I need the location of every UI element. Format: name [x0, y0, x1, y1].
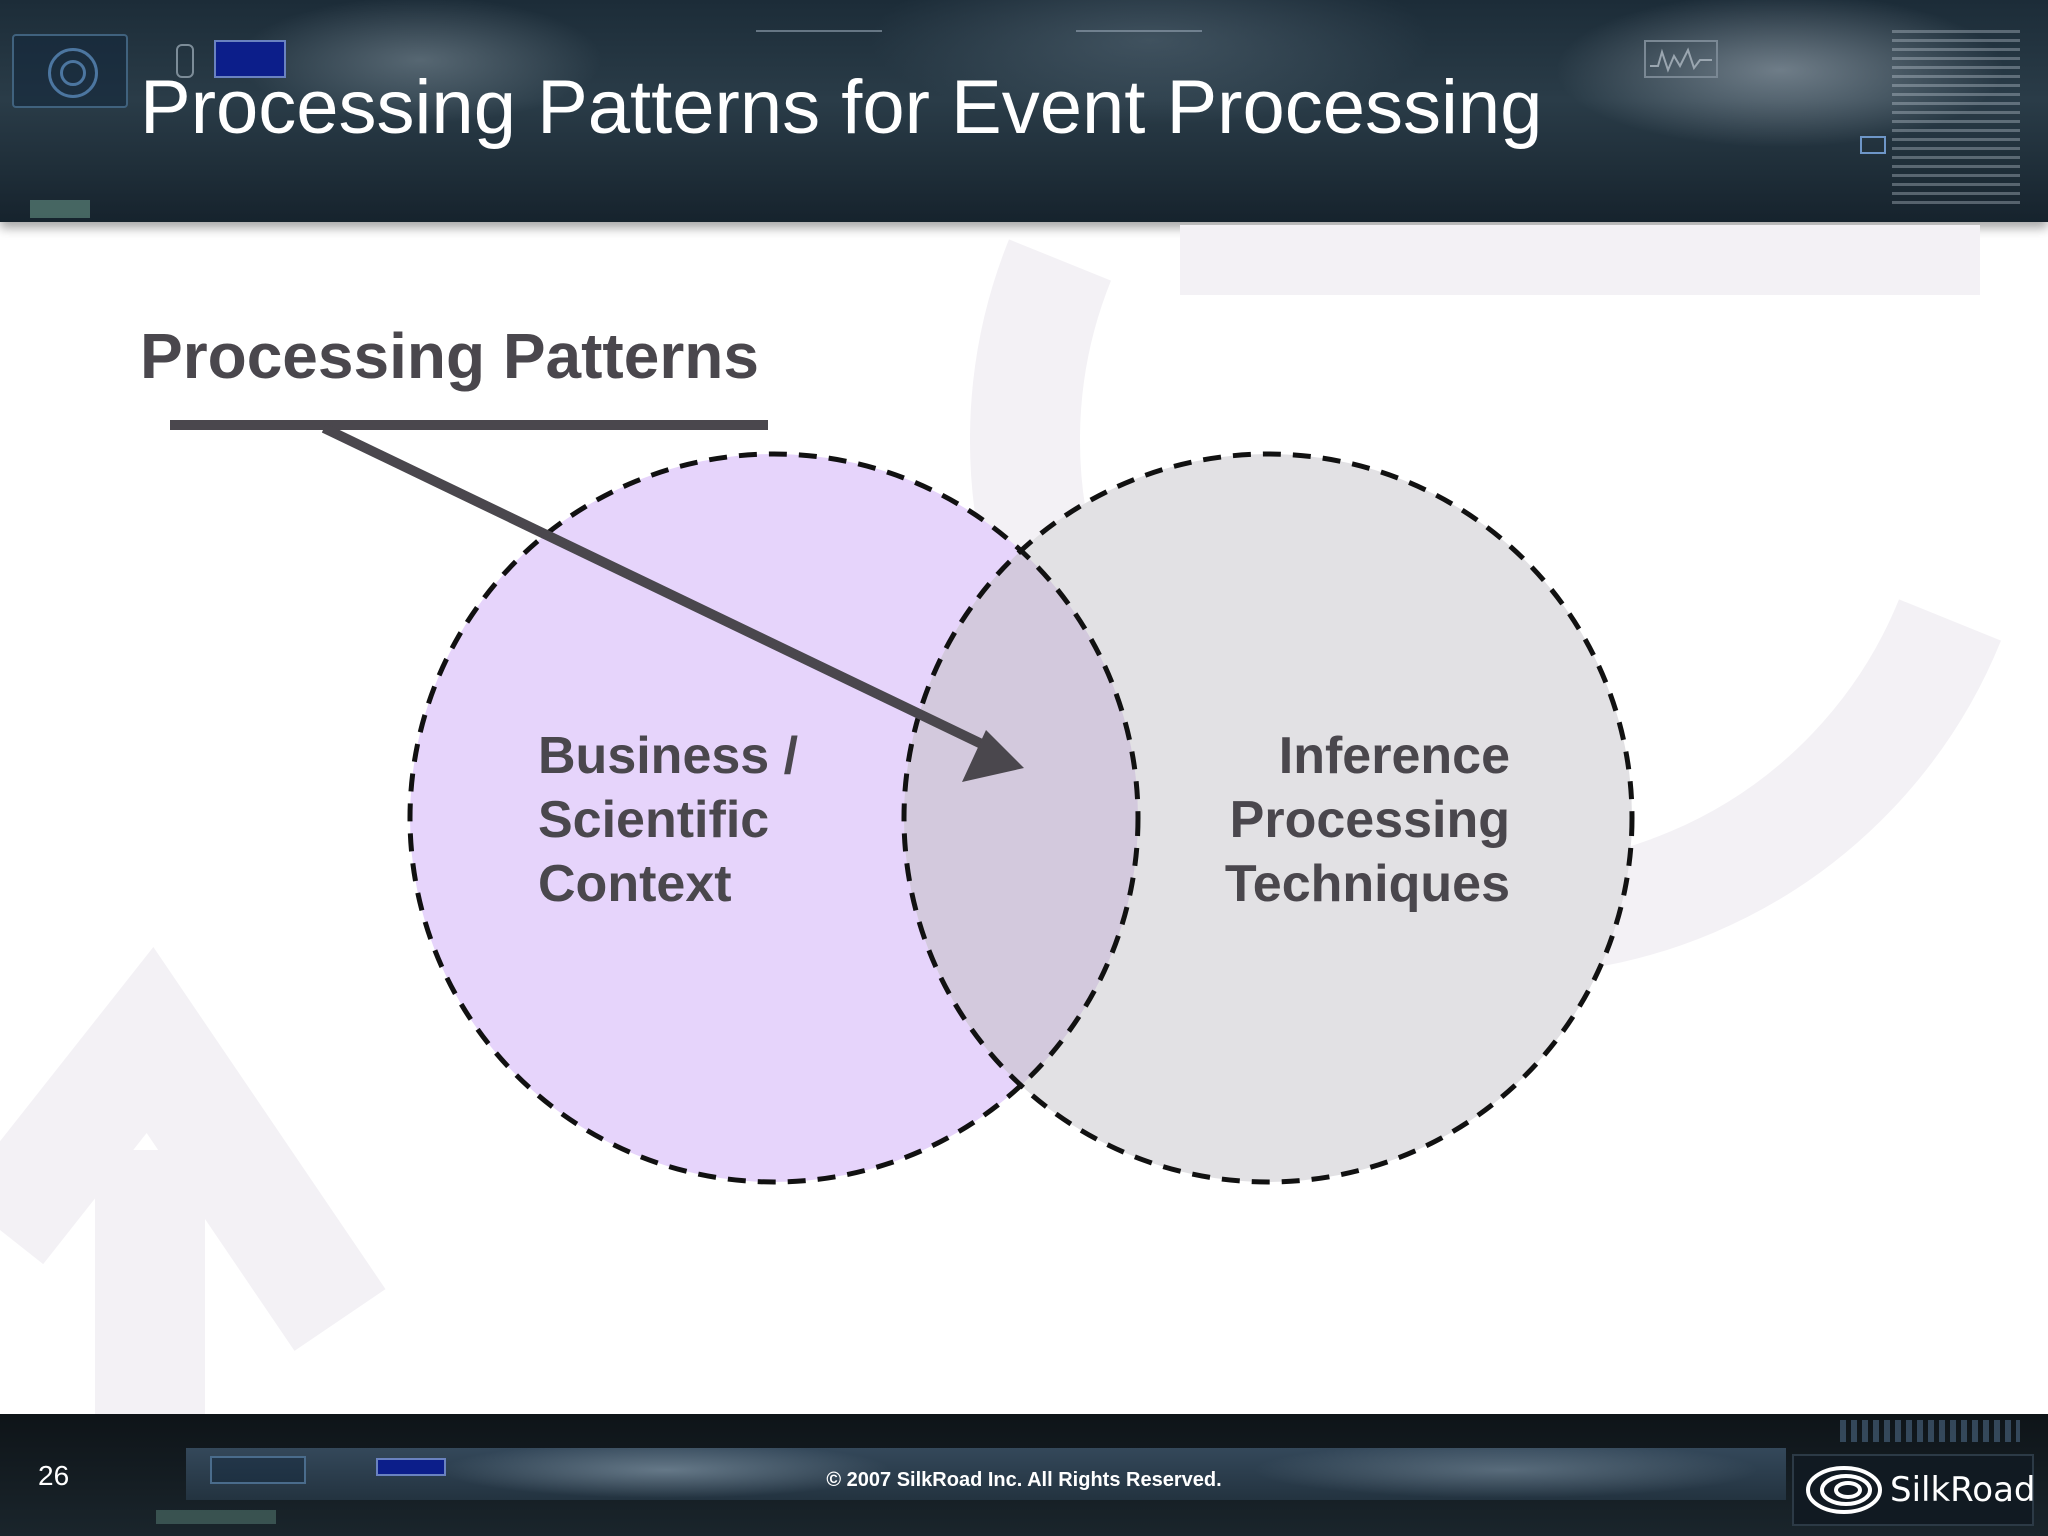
- header-waveform-icon: [1644, 40, 1718, 78]
- pointer-arrow-line: [321, 423, 993, 753]
- slide-footer: 26 © 2007 SilkRoad Inc. All Rights Reser…: [0, 1414, 2048, 1536]
- silkroad-logo: SilkRoad: [1792, 1454, 2036, 1526]
- right-circle-outline: [901, 451, 1635, 1185]
- header-decor-box: [1860, 136, 1886, 154]
- footer-band: [186, 1448, 1786, 1500]
- header-decor-box: [30, 200, 90, 218]
- footer-decor-data: [1840, 1420, 2020, 1442]
- overlap-region: [904, 454, 1138, 1182]
- footer-decor-box: [376, 1458, 446, 1476]
- left-label-line: Business /: [538, 727, 799, 785]
- right-label-line: Processing: [1229, 791, 1510, 849]
- right-label-line: Inference: [1278, 727, 1510, 785]
- page-number: 26: [38, 1460, 70, 1491]
- silkroad-spiral-icon: [1806, 1466, 1882, 1514]
- page-title: Processing Patterns for Event Processing: [140, 65, 1543, 150]
- header-spiral-icon: [12, 34, 128, 108]
- header-decor-box: [214, 40, 286, 78]
- header-decor-icon: [176, 44, 194, 78]
- footer-decor-box: [210, 1456, 306, 1484]
- section-heading: Processing Patterns: [140, 320, 759, 392]
- left-label-line: Context: [538, 855, 732, 913]
- copyright-text: © 2007 SilkRoad Inc. All Rights Reserved…: [826, 1469, 1222, 1491]
- logo-text: SilkRoad: [1890, 1470, 2036, 1510]
- right-label-line: Techniques: [1224, 855, 1510, 913]
- left-circle-outline: [407, 451, 1141, 1185]
- header-decor-data: [1892, 30, 2020, 210]
- left-circle-label: Business / Scientific Context: [538, 724, 798, 916]
- header-decor-line: [1076, 30, 1202, 32]
- pointer-arrowhead: [962, 730, 1024, 782]
- header-decor-line: [756, 30, 882, 32]
- left-label-line: Scientific: [538, 791, 770, 849]
- right-circle-label: Inference Processing Techniques: [1180, 724, 1510, 916]
- footer-decor-bar: [156, 1510, 276, 1524]
- slide-header: Processing Patterns for Event Processing: [0, 0, 2048, 222]
